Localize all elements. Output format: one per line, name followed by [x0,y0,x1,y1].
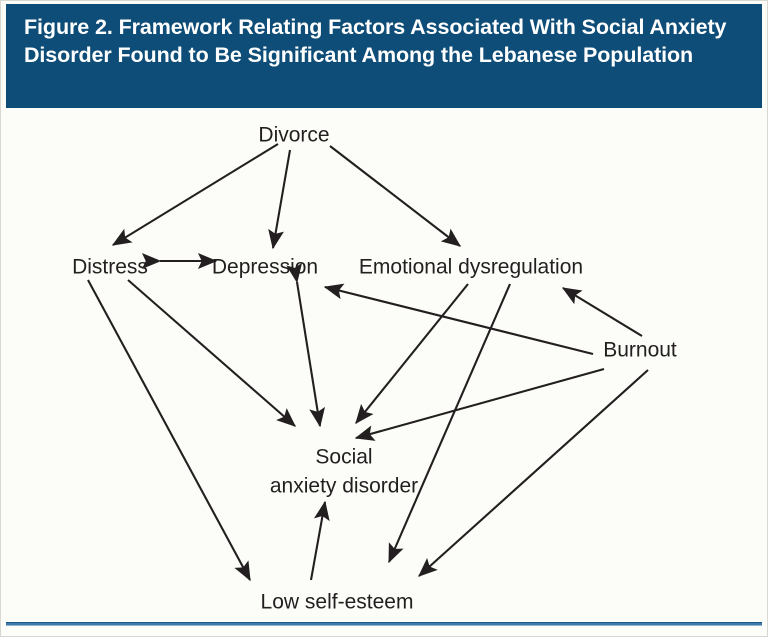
node-distress: Distress [72,256,148,279]
node-divorce: Divorce [258,124,329,147]
figure-title-bar: Figure 2. Framework Relating Factors Ass… [6,4,762,108]
node-social-anxiety-disorder-line2: anxiety disorder [270,475,418,498]
node-emotional-dysregulation: Emotional dysregulation [359,256,583,279]
edge-burnout-to-depression [323,283,594,356]
framework-diagram: Divorce Distress Depression Emotional dy… [72,124,677,614]
edge-burnout-to-emotional-dysregulation [561,287,643,337]
edge-distress-to-low-self-esteem [87,279,251,582]
node-burnout: Burnout [603,339,677,362]
edge-burnout-to-low-self-esteem [418,369,649,577]
edge-distress-to-social-anxiety-disorder [127,279,296,427]
edge-burnout-to-social-anxiety-disorder [354,367,605,441]
edge-emotional-dysregulation-to-low-self-esteem [388,283,511,564]
node-low-self-esteem: Low self-esteem [261,591,414,614]
figure-bottom-rule [6,622,762,626]
edge-divorce-to-depression [268,149,292,250]
edge-low-self-esteem-to-social-anxiety-disorder [309,500,330,581]
edge-depression-social-anxiety-bidirectional [286,262,326,428]
edge-emotional-dysregulation-to-social-anxiety-disorder [355,283,469,424]
node-depression: Depression [212,256,318,279]
node-social-anxiety-disorder-line1: Social [315,446,372,469]
edge-divorce-to-emotional-dysregulation [329,145,461,247]
edge-divorce-to-distress [111,143,279,246]
figure-title: Figure 2. Framework Relating Factors Ass… [24,15,733,67]
